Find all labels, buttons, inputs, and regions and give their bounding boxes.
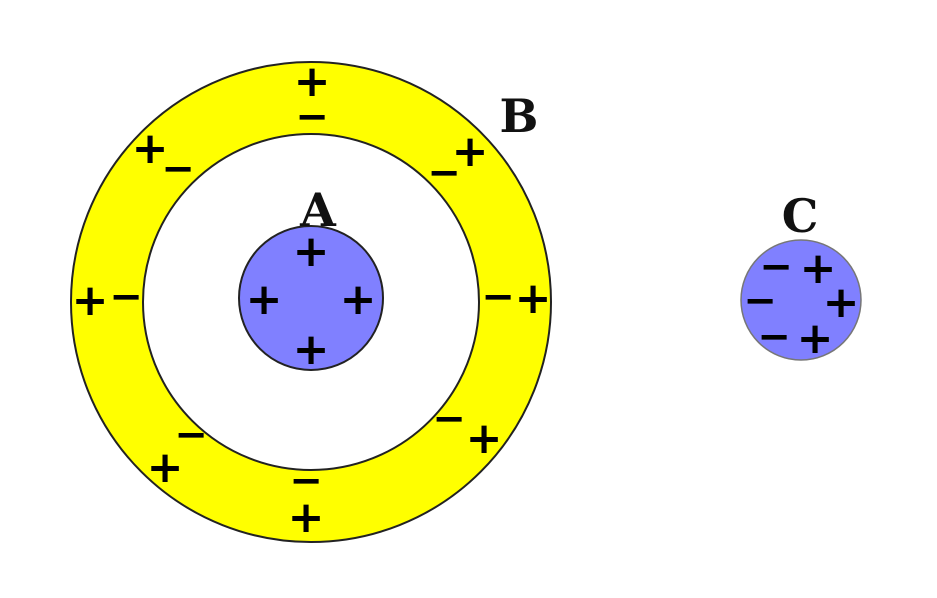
sphere-a-charges: + + + + — [246, 226, 377, 375]
plus-sign: + — [797, 313, 834, 364]
label-b: B — [500, 89, 539, 143]
shell-b-charges: + − + − − + + − − + − + − + − + — [72, 56, 552, 543]
sphere-a — [238, 225, 384, 371]
minus-sign: − — [295, 94, 329, 140]
minus-sign: − — [759, 244, 793, 290]
minus-sign: − — [432, 396, 466, 442]
plus-sign: + — [800, 243, 837, 294]
sphere-c-charges: − + − + − + — [743, 243, 859, 364]
minus-sign: − — [481, 274, 515, 320]
label-a: A — [299, 183, 337, 237]
plus-sign: + — [452, 126, 489, 177]
plus-sign: + — [293, 324, 330, 375]
plus-sign: + — [72, 275, 109, 326]
plus-sign: + — [340, 274, 377, 325]
plus-sign: + — [293, 226, 330, 277]
minus-sign: − — [743, 278, 777, 324]
minus-sign: − — [161, 146, 195, 192]
plus-sign: + — [294, 56, 331, 107]
plus-sign: + — [823, 277, 860, 328]
plus-sign: + — [147, 442, 184, 493]
label-c: C — [782, 189, 819, 243]
minus-sign: − — [109, 274, 143, 320]
plus-sign: + — [246, 274, 283, 325]
plus-sign: + — [132, 123, 169, 174]
minus-sign: − — [289, 458, 323, 504]
minus-sign: − — [427, 150, 461, 196]
plus-sign: + — [515, 273, 552, 324]
minus-sign: − — [757, 314, 791, 360]
plus-sign: + — [288, 492, 325, 543]
sphere-c — [740, 239, 862, 361]
plus-sign: + — [466, 413, 503, 464]
minus-sign: − — [174, 412, 208, 458]
